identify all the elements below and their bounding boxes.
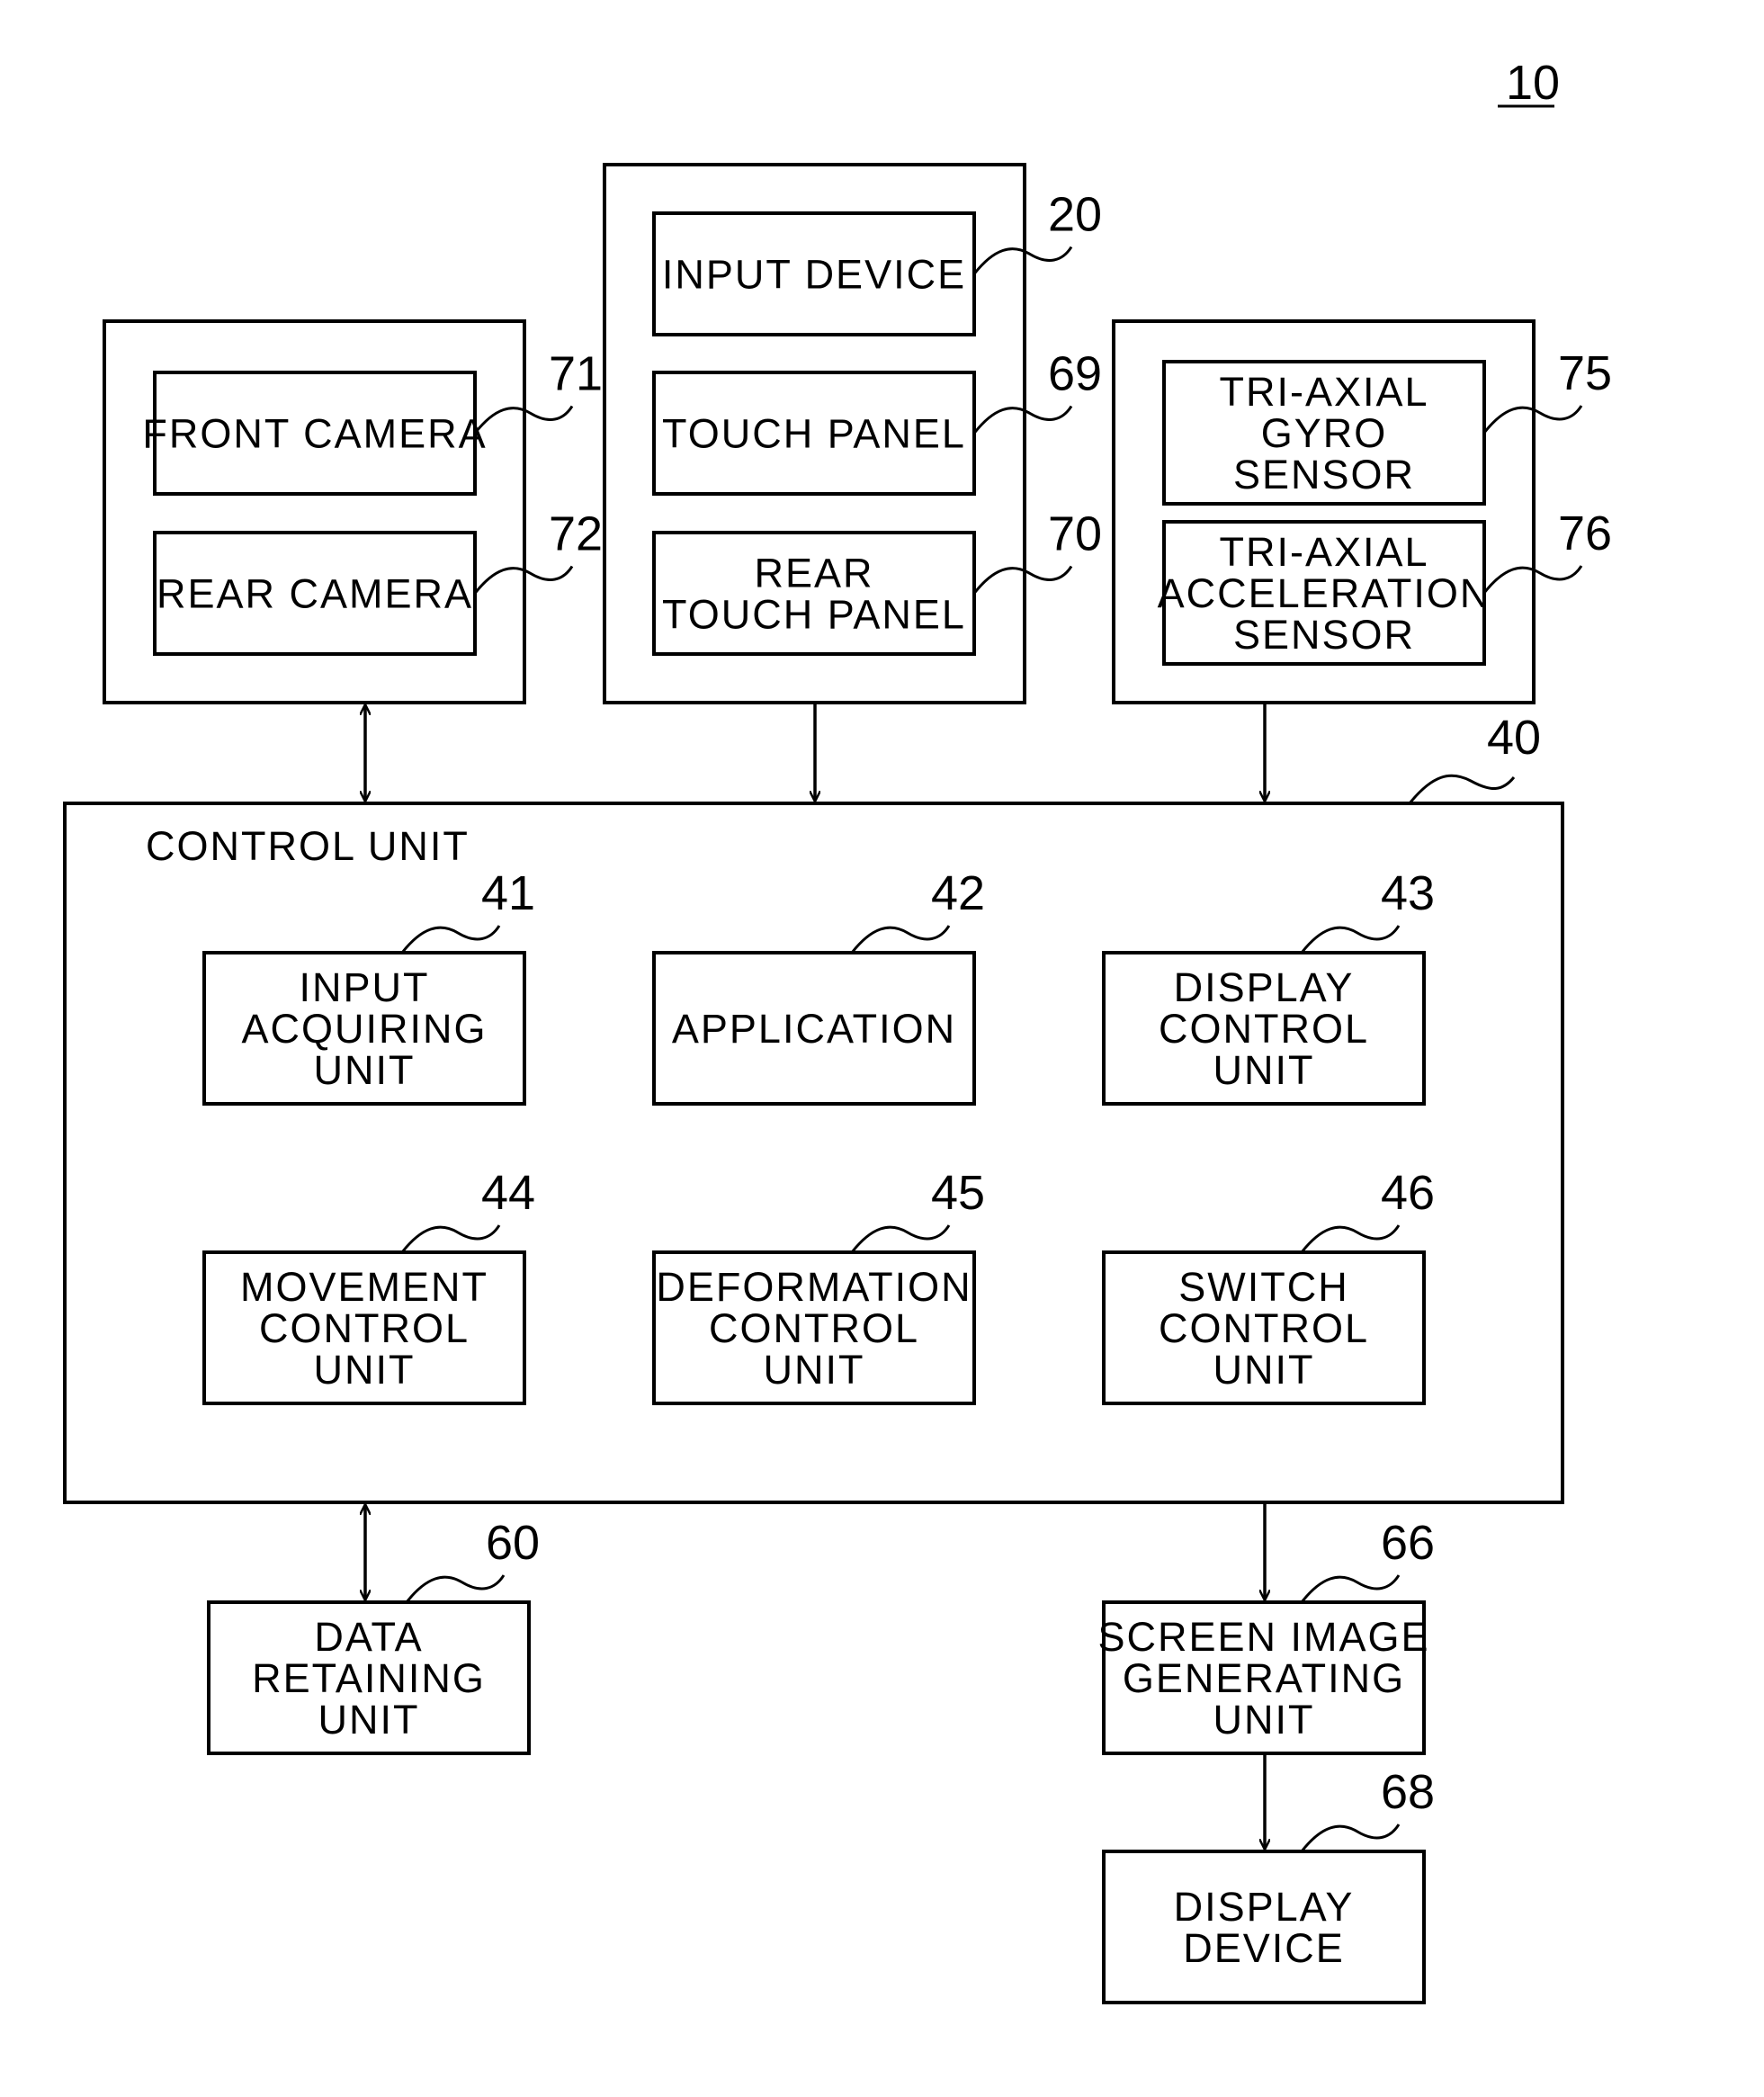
acceleration-sensor-ref: 76 [1558, 506, 1612, 560]
input-acquiring-unit-ref: 41 [481, 866, 535, 920]
rear-touch-panel-label: REAR [754, 551, 873, 596]
display-control-unit-label: CONTROL [1159, 1006, 1369, 1052]
movement-control-unit-ref: 44 [481, 1166, 535, 1220]
display-device-ref: 68 [1381, 1765, 1435, 1819]
data-retaining-unit-label: RETAINING [252, 1655, 486, 1701]
acceleration-sensor-block: TRI-AXIALACCELERATIONSENSOR 76 [1158, 506, 1612, 664]
input-device-label: INPUT DEVICE [662, 252, 966, 298]
switch-control-unit-leader [1302, 1225, 1399, 1252]
touch-panel-block: TOUCH PANEL 69 [654, 347, 1102, 495]
display-control-unit-block: DISPLAYCONTROLUNIT 43 [1104, 866, 1435, 1104]
movement-control-unit-label: CONTROL [259, 1305, 470, 1351]
deformation-control-unit-ref: 45 [931, 1166, 985, 1220]
gyro-sensor-label: TRI-AXIAL [1219, 369, 1428, 415]
front-camera-ref: 71 [549, 347, 603, 401]
input-acquiring-unit-leader [402, 926, 499, 953]
display-device-label: DISPLAY [1174, 1884, 1355, 1930]
control-unit-title: CONTROL UNIT [146, 823, 470, 869]
input-acquiring-unit-label: ACQUIRING [241, 1006, 487, 1052]
switch-control-unit-label: CONTROL [1159, 1305, 1369, 1351]
switch-control-unit-label: SWITCH [1178, 1264, 1348, 1310]
front-camera-label: FRONT CAMERA [142, 411, 487, 457]
data-retaining-unit-leader [407, 1575, 504, 1602]
screen-image-generating-unit-leader [1302, 1575, 1399, 1602]
touch-panel-label: TOUCH PANEL [662, 411, 966, 457]
switch-control-unit-block: SWITCHCONTROLUNIT 46 [1104, 1166, 1435, 1403]
rear-camera-ref: 72 [549, 507, 603, 561]
data-retaining-unit-label: DATA [314, 1614, 423, 1660]
deformation-control-unit-block: DEFORMATIONCONTROLUNIT 45 [654, 1166, 985, 1403]
screen-image-generating-unit-label: UNIT [1213, 1697, 1315, 1743]
input-acquiring-unit-block: INPUTACQUIRINGUNIT 41 [204, 866, 535, 1104]
acceleration-sensor-label: ACCELERATION [1158, 570, 1491, 616]
input-device-block: INPUT DEVICE 20 [654, 188, 1102, 336]
input-device-ref: 20 [1048, 188, 1102, 242]
control-unit-ref: 40 [1487, 711, 1541, 765]
control-unit-leader [1410, 775, 1514, 803]
input-acquiring-unit-label: INPUT [300, 964, 430, 1010]
display-control-unit-leader [1302, 926, 1399, 953]
display-control-unit-label: DISPLAY [1174, 964, 1355, 1010]
rear-touch-panel-label: TOUCH PANEL [662, 592, 966, 638]
gyro-sensor-ref: 75 [1558, 346, 1612, 400]
movement-control-unit-leader [402, 1225, 499, 1252]
application-block: APPLICATION 42 [654, 866, 985, 1104]
rear-touch-panel-ref: 70 [1048, 507, 1102, 561]
screen-image-generating-unit-ref: 66 [1381, 1516, 1435, 1570]
rear-touch-panel-block: REARTOUCH PANEL 70 [654, 507, 1102, 655]
data-retaining-unit-ref: 60 [486, 1516, 540, 1570]
acceleration-sensor-label: SENSOR [1233, 612, 1415, 658]
deformation-control-unit-leader [852, 1225, 949, 1252]
application-leader [852, 926, 949, 953]
deformation-control-unit-label: UNIT [764, 1347, 865, 1393]
switch-control-unit-label: UNIT [1213, 1347, 1315, 1393]
deformation-control-unit-label: DEFORMATION [656, 1264, 972, 1310]
rear-camera-label: REAR CAMERA [157, 571, 473, 617]
display-device-block: DISPLAYDEVICE 68 [1104, 1765, 1435, 2003]
screen-image-generating-unit-label: SCREEN IMAGE [1097, 1614, 1429, 1660]
movement-control-unit-label: UNIT [314, 1347, 416, 1393]
figure-number: 10 [1506, 56, 1560, 110]
gyro-sensor-block: TRI-AXIALGYROSENSOR 75 [1164, 346, 1612, 504]
gyro-sensor-label: SENSOR [1233, 452, 1415, 497]
data-retaining-unit-block: DATARETAININGUNIT 60 [209, 1516, 540, 1753]
display-control-unit-label: UNIT [1213, 1047, 1315, 1093]
display-device-label: DEVICE [1183, 1925, 1345, 1971]
screen-image-generating-unit-block: SCREEN IMAGEGENERATINGUNIT 66 [1097, 1516, 1435, 1753]
switch-control-unit-ref: 46 [1381, 1166, 1435, 1220]
data-retaining-unit-label: UNIT [318, 1697, 420, 1743]
rear-camera-block: REAR CAMERA 72 [155, 507, 603, 655]
deformation-control-unit-label: CONTROL [709, 1305, 919, 1351]
display-device-leader [1302, 1824, 1399, 1851]
movement-control-unit-block: MOVEMENTCONTROLUNIT 44 [204, 1166, 535, 1403]
movement-control-unit-label: MOVEMENT [240, 1264, 488, 1310]
display-control-unit-ref: 43 [1381, 866, 1435, 920]
acceleration-sensor-label: TRI-AXIAL [1219, 529, 1428, 575]
input-acquiring-unit-label: UNIT [314, 1047, 416, 1093]
touch-panel-ref: 69 [1048, 347, 1102, 401]
gyro-sensor-label: GYRO [1261, 410, 1388, 456]
application-label: APPLICATION [672, 1006, 956, 1052]
front-camera-block: FRONT CAMERA 71 [142, 347, 603, 495]
screen-image-generating-unit-label: GENERATING [1123, 1655, 1405, 1701]
application-ref: 42 [931, 866, 985, 920]
